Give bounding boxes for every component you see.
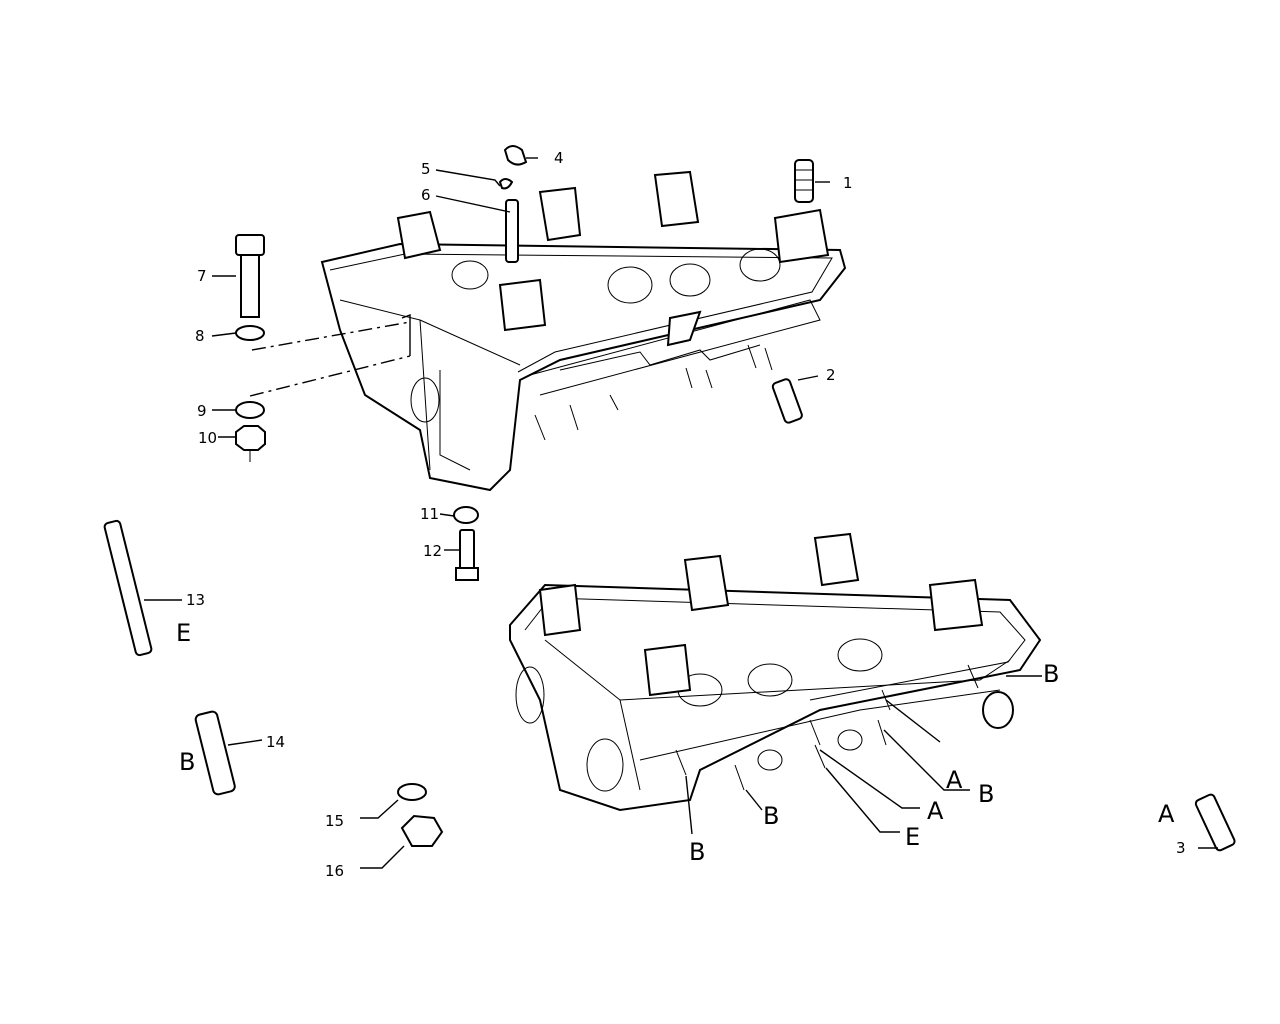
upper-cylinder-head	[320, 170, 847, 492]
long-stud-part-13	[103, 519, 153, 657]
head-letter-e: E	[905, 823, 920, 851]
nut-part-10	[235, 425, 266, 451]
head-letter-a-upper: A	[946, 766, 963, 794]
callout-4: 4	[554, 149, 564, 167]
callout-7: 7	[197, 267, 207, 285]
letter-b-part-14: B	[179, 748, 195, 776]
letter-a-part-3: A	[1158, 800, 1175, 828]
bolt-shank-part-12	[459, 529, 475, 571]
stud-part-6	[505, 199, 519, 263]
head-letter-b-left: B	[689, 838, 705, 866]
washer-part-11	[453, 506, 479, 524]
callout-5: 5	[421, 160, 431, 178]
stud-part-14	[194, 710, 236, 796]
stud-part-3	[1194, 793, 1236, 852]
callout-3: 3	[1176, 839, 1186, 857]
washer-part-9	[235, 401, 265, 419]
callout-15: 15	[325, 812, 344, 830]
bolt-shank-part-7	[240, 254, 260, 318]
stud-part-2	[771, 378, 803, 424]
head-letter-b-right: B	[1043, 660, 1059, 688]
callout-8: 8	[195, 327, 205, 345]
callout-13: 13	[186, 591, 205, 609]
spring-washer-part-8	[235, 325, 265, 341]
letter-e-part-13: E	[176, 619, 191, 647]
bolt-head-part-12	[455, 567, 479, 581]
bolt-head-part-7	[235, 234, 265, 256]
head-letter-a-lower: A	[927, 797, 944, 825]
callout-10: 10	[198, 429, 217, 447]
callout-16: 16	[325, 862, 344, 880]
callout-1: 1	[843, 174, 853, 192]
callout-14: 14	[266, 733, 285, 751]
clip-part-5	[498, 178, 514, 190]
callout-6: 6	[421, 186, 431, 204]
callout-2: 2	[826, 366, 836, 384]
washer-part-15	[397, 783, 427, 801]
callout-12: 12	[423, 542, 442, 560]
head-letter-b-mid: B	[978, 780, 994, 808]
nut-part-16	[400, 814, 444, 847]
callout-11: 11	[420, 505, 439, 523]
head-letter-b-front: B	[763, 802, 779, 830]
lower-cylinder-head	[509, 532, 1042, 812]
stud-part-1	[794, 159, 814, 203]
callout-9: 9	[197, 402, 207, 420]
valve-keeper-part-4	[503, 145, 528, 166]
